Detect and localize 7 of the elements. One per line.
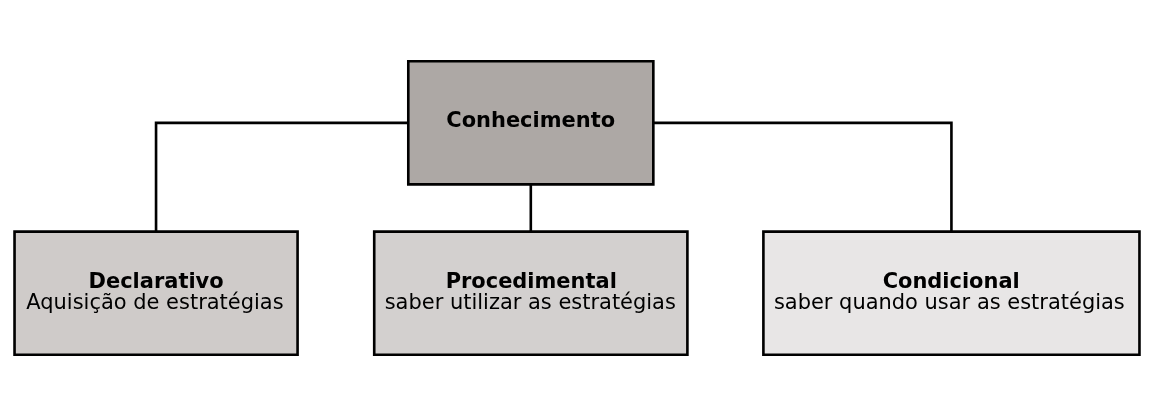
node-box: Condicional saber quando usar as estratégias xyxy=(762,229,1141,356)
connector xyxy=(154,121,409,231)
node-box: Conhecimento xyxy=(407,59,655,186)
node-box: Declarativo Aquisição de estratégias xyxy=(13,229,299,356)
connector xyxy=(529,184,533,231)
connector xyxy=(653,121,953,231)
node-box: Procedimental saber utilizar as estratégias xyxy=(372,229,689,356)
